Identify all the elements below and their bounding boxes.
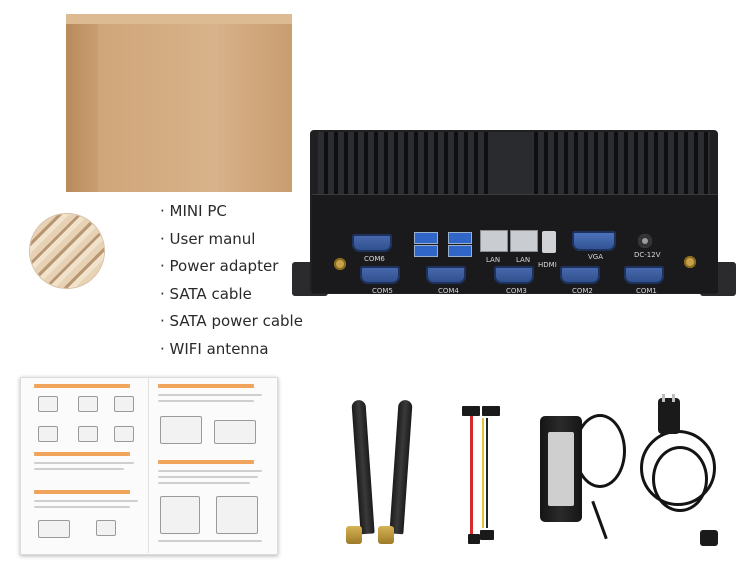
dc-label: DC-12V [634,251,661,259]
sata-power-cable [482,418,484,528]
hdmi-label: HDMI [538,261,557,269]
cardboard-box-edge [66,14,292,24]
manual-diagram [214,420,256,444]
antenna-connector [378,526,394,544]
com5-port [360,266,400,284]
package-contents-list: · MINI PC · User manul · Power adapter ·… [160,198,320,363]
manual-diagram [38,426,58,442]
com6-label: COM6 [364,255,385,263]
antenna-connector [334,258,346,270]
plug-prong [662,394,665,402]
manual-text-line [158,482,250,484]
manual-diagram [96,520,116,536]
lan2-label: LAN [516,256,531,264]
manual-diagram [78,396,98,412]
manual-diagram [38,396,58,412]
manual-text-line [158,470,262,472]
manual-diagram [78,426,98,442]
usb-port [414,245,438,257]
manual-text-line [158,394,262,396]
plug-prong [672,394,675,402]
vga-label: VGA [588,253,604,261]
usb-port [448,245,472,257]
com5-label: COM5 [372,287,393,295]
lan-port [510,230,538,252]
sata-connector [480,530,494,540]
manual-diagram [114,396,134,412]
feature-item: · Power adapter [160,257,279,275]
manual-text-line [34,506,130,508]
feature-item: · SATA power cable [160,312,303,330]
com2-label: COM2 [572,287,593,295]
antenna-connector [346,526,362,544]
ac-power-cord-coil [652,446,708,512]
manual-text-line [34,500,138,502]
feature-item: · WIFI antenna [160,339,269,358]
sata-power-cable [486,418,488,528]
com6-port [352,234,392,252]
sata-connector [468,534,480,544]
sata-connector [462,406,480,416]
com1-port [624,266,664,284]
manual-text-line [158,540,262,542]
manual-text-line [158,400,254,402]
wifi-antenna [351,399,375,535]
antenna-connector [684,256,696,268]
ac-connector [700,530,718,546]
dc-cable [591,500,608,540]
usb-port [414,232,438,244]
manual-text-line [34,462,134,464]
manual-fold-line [148,377,149,553]
feature-item: · User manul [160,229,256,248]
vga-port [572,231,616,251]
ac-plug [658,398,680,434]
feature-item: · MINI PC [160,202,227,220]
com4-label: COM4 [438,287,459,295]
cardboard-box-side [66,14,98,192]
feature-item: · SATA cable [160,284,252,303]
sata-cable [470,416,473,536]
com3-label: COM3 [506,287,527,295]
manual-diagram [160,496,200,534]
manual-diagram [114,426,134,442]
wifi-antenna [389,399,413,535]
cardboard-box-lid [98,14,292,192]
manual-section-heading [158,460,254,464]
sata-connector [482,406,500,416]
manual-text-line [158,476,258,478]
lan-port [480,230,508,252]
corrugated-cardboard-closeup [30,214,104,288]
usb-port [448,232,472,244]
heatsink-center-plate [488,132,532,194]
manual-section-heading [34,490,130,494]
dc-power-jack [638,234,652,248]
manual-text-line [34,468,124,470]
lan1-label: LAN [486,256,501,264]
manual-section-heading [158,384,254,388]
com2-port [560,266,600,284]
com3-port [494,266,534,284]
manual-diagram [38,520,70,538]
hdmi-port [542,231,556,253]
manual-diagram [216,496,258,534]
com4-port [426,266,466,284]
com1-label: COM1 [636,287,657,295]
manual-section-heading [34,452,130,456]
power-adapter-label [548,432,574,506]
manual-diagram [160,416,202,444]
manual-section-heading [34,384,130,388]
